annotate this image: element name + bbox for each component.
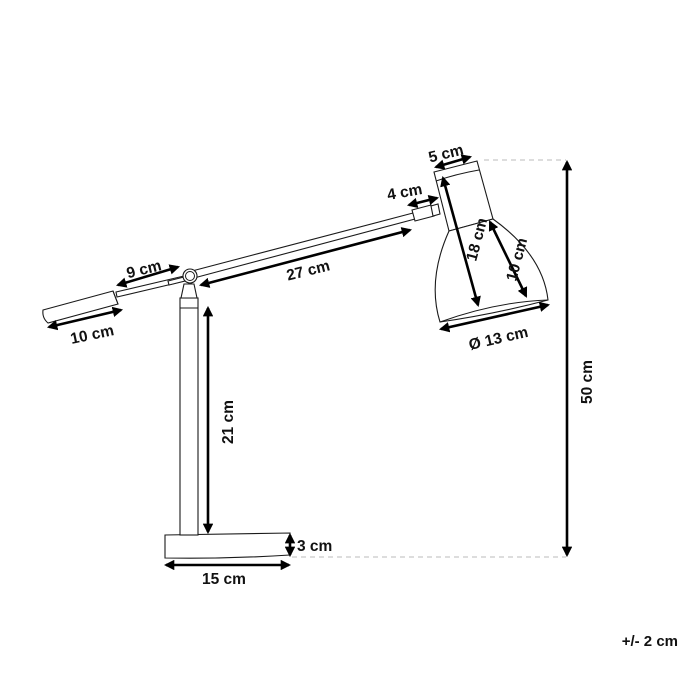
label-counterweight-length: 10 cm	[69, 322, 116, 348]
shade-connector	[411, 204, 435, 222]
guide-lines	[292, 159, 566, 558]
label-counterweight-arm: 9 cm	[125, 257, 163, 282]
label-base-width: 15 cm	[202, 571, 246, 588]
label-shade-diameter: Ø 13 cm	[467, 324, 530, 354]
label-connector-length: 4 cm	[386, 181, 424, 204]
label-total-height: 50 cm	[579, 360, 596, 404]
dimension-arrows	[46, 154, 573, 571]
tolerance-note: +/- 2 cm	[621, 633, 678, 650]
label-base-height: 3 cm	[297, 538, 332, 555]
lamp-base	[164, 532, 291, 559]
dimension-labels: 5 cm 4 cm 18 cm 10 cm Ø 13 cm 9 cm 27 cm…	[69, 141, 596, 588]
lamp-stem	[179, 297, 199, 536]
lamp-illustration	[42, 160, 549, 559]
label-stem-height: 21 cm	[220, 400, 237, 444]
shade-bell	[434, 218, 549, 323]
counterweight	[42, 290, 119, 324]
